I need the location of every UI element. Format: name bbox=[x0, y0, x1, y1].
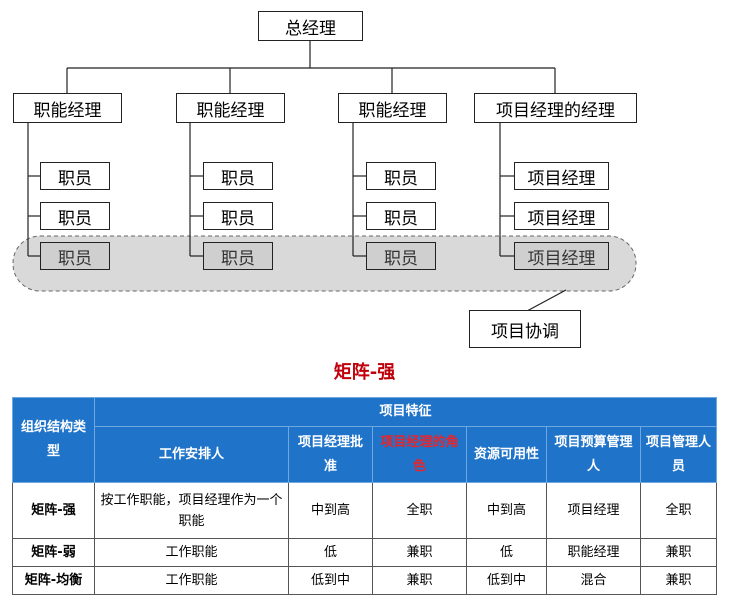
org-chart: 总经理 职能经理 职能经理 职能经理 项目经理的经理 职员 职员 职员 职员 职… bbox=[12, 11, 637, 348]
staff-box: 职员 bbox=[366, 202, 436, 230]
project-manager-box-highlighted: 项目经理 bbox=[514, 242, 609, 270]
general-manager-box: 总经理 bbox=[258, 11, 363, 41]
org-connector-lines bbox=[12, 40, 637, 312]
subheader-pm-approval: 项目经理批准 bbox=[288, 426, 373, 483]
table-row: 矩阵-均衡 工作职能 低到中 兼职 低到中 混合 兼职 bbox=[12, 566, 718, 595]
matrix-title: 矩阵-强 bbox=[333, 362, 396, 383]
org-structure-table: 组织结构类型 项目特征 工作安排人 项目经理批准 项目经理的角色 资源可用性 项… bbox=[12, 397, 718, 595]
manager-box-2: 职能经理 bbox=[176, 93, 285, 123]
table-cell: 职能经理 bbox=[546, 538, 641, 567]
project-coordination-box: 项目协调 bbox=[469, 310, 581, 348]
staff-box-highlighted: 职员 bbox=[366, 242, 436, 270]
table-cell: 低 bbox=[466, 538, 547, 567]
table-cell: 按工作职能，项目经理作为一个职能 bbox=[94, 482, 289, 539]
staff-box: 职员 bbox=[40, 202, 110, 230]
staff-box: 职员 bbox=[40, 162, 110, 190]
table-cell: 混合 bbox=[546, 566, 641, 595]
table-row: 矩阵-弱 工作职能 低 兼职 低 职能经理 兼职 bbox=[12, 538, 718, 567]
staff-box-highlighted: 职员 bbox=[40, 242, 110, 270]
header-project-features: 项目特征 bbox=[93, 397, 718, 427]
staff-box: 职员 bbox=[203, 162, 273, 190]
staff-box: 职员 bbox=[366, 162, 436, 190]
row-type: 矩阵-弱 bbox=[12, 538, 95, 567]
subheader-pm-staff: 项目管理人员 bbox=[639, 426, 718, 483]
header-org-type: 组织结构类型 bbox=[12, 397, 95, 483]
table-cell: 兼职 bbox=[639, 538, 718, 567]
table-cell: 低 bbox=[288, 538, 373, 567]
table-cell: 低到中 bbox=[466, 566, 547, 595]
table-cell: 中到高 bbox=[288, 482, 373, 539]
project-manager-manager-box: 项目经理的经理 bbox=[474, 93, 637, 123]
table-cell: 全职 bbox=[372, 482, 467, 539]
project-coordination-band bbox=[12, 235, 637, 292]
row-type: 矩阵-强 bbox=[12, 482, 95, 539]
table-cell: 中到高 bbox=[466, 482, 547, 539]
table-cell: 工作职能 bbox=[94, 538, 289, 567]
table-row: 矩阵-强 按工作职能，项目经理作为一个职能 中到高 全职 中到高 项目经理 全职 bbox=[12, 482, 718, 539]
manager-box-3: 职能经理 bbox=[338, 93, 447, 123]
table-cell: 兼职 bbox=[639, 566, 718, 595]
subheader-work-assigner: 工作安排人 bbox=[94, 426, 289, 483]
subheader-budget-manager: 项目预算管理人 bbox=[546, 426, 641, 483]
project-manager-box: 项目经理 bbox=[514, 202, 609, 230]
subheader-resource-availability: 资源可用性 bbox=[466, 426, 547, 483]
table-cell: 兼职 bbox=[372, 538, 467, 567]
table-cell: 兼职 bbox=[372, 566, 467, 595]
table-cell: 工作职能 bbox=[94, 566, 289, 595]
table-cell: 低到中 bbox=[288, 566, 373, 595]
table-cell: 项目经理 bbox=[546, 482, 641, 539]
table-cell: 全职 bbox=[639, 482, 718, 539]
manager-box-1: 职能经理 bbox=[13, 93, 122, 123]
subheader-pm-role: 项目经理的角色 bbox=[372, 426, 467, 483]
staff-box: 职员 bbox=[203, 202, 273, 230]
project-manager-box: 项目经理 bbox=[514, 162, 609, 190]
row-type: 矩阵-均衡 bbox=[12, 566, 95, 595]
staff-box-highlighted: 职员 bbox=[203, 242, 273, 270]
